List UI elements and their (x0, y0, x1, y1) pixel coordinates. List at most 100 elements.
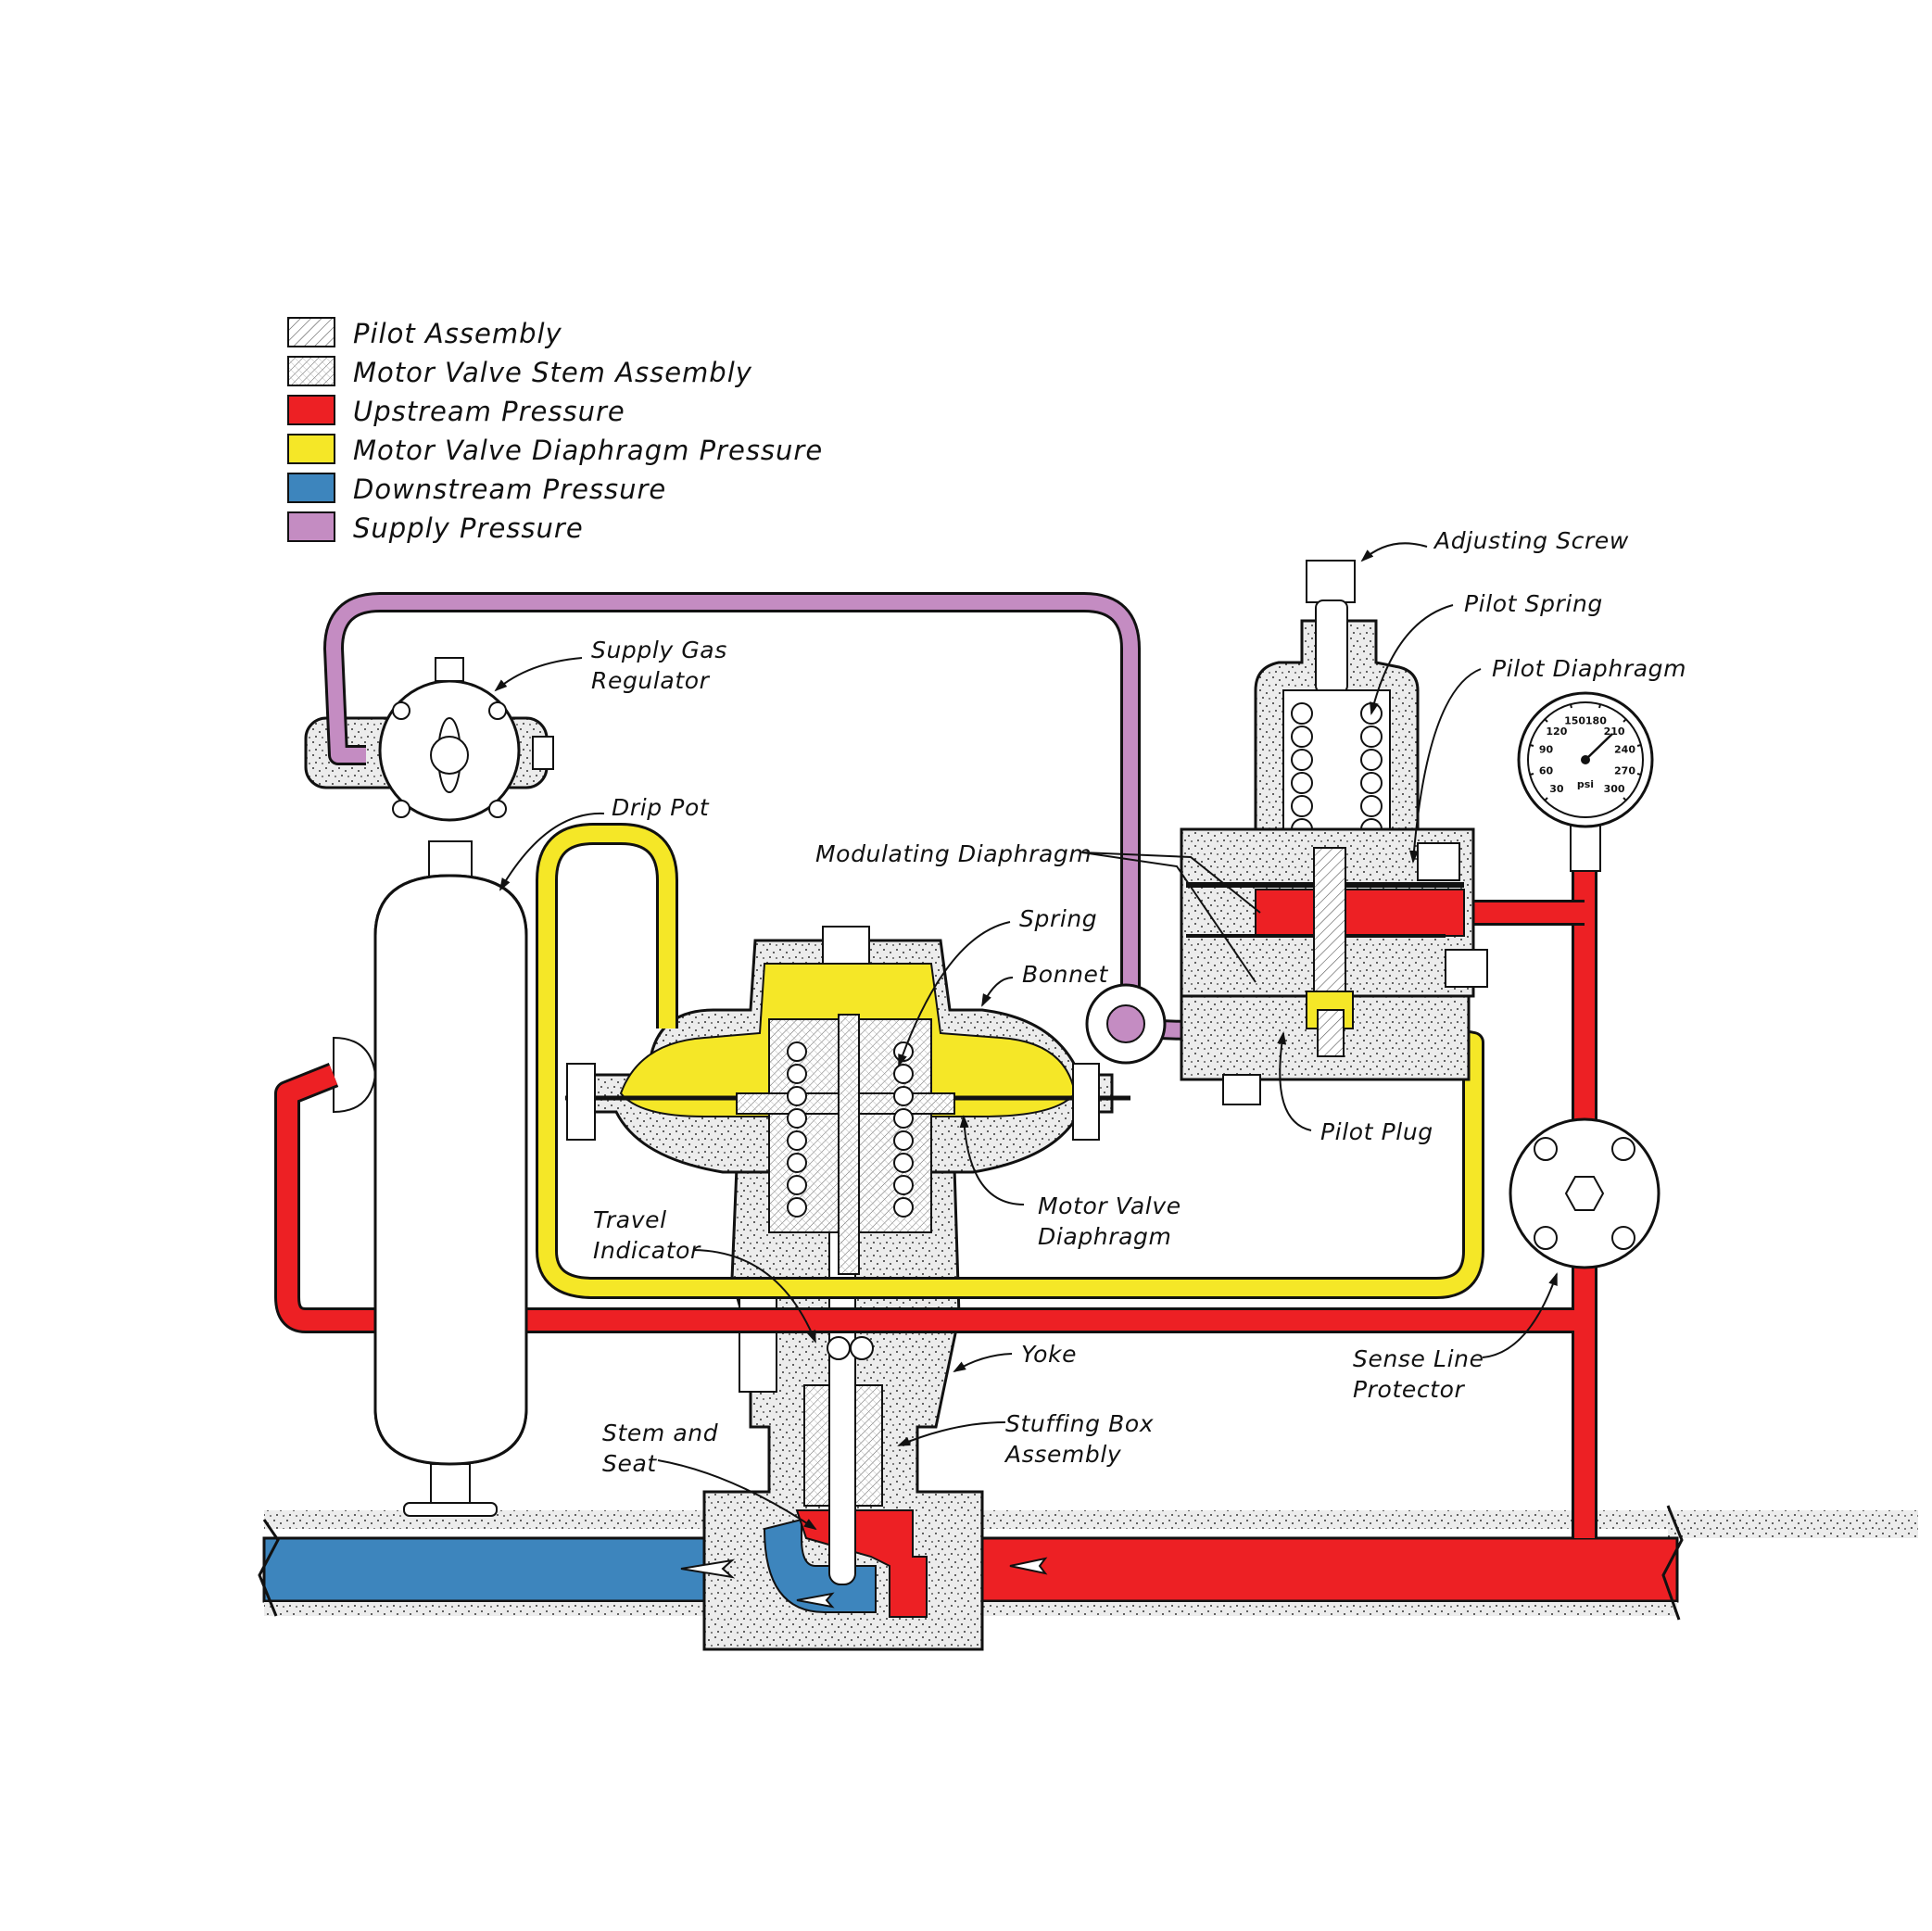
gauge-tick (1529, 773, 1534, 776)
motor-valve-body (680, 1124, 1048, 1651)
bonnet-bolt-right (1072, 1063, 1100, 1141)
gauge-tick-label: 300 (1604, 783, 1625, 795)
gauge-tick-label: 90 (1539, 744, 1554, 756)
callout-leaders (494, 542, 1558, 1531)
spring-coil (787, 1064, 807, 1084)
spring-coil (787, 1108, 807, 1129)
spring-coil (893, 1086, 914, 1106)
label-drip-pot: Drip Pot (612, 794, 710, 821)
pilot-spring-coil (1360, 772, 1383, 794)
legend-swatch-motor-valve-stem (287, 356, 335, 386)
regulator-bolt (392, 800, 410, 818)
downstream-pipe (262, 1536, 748, 1603)
gauge-tick (1529, 743, 1534, 747)
pilot-side-fitting (1445, 949, 1488, 988)
legend-swatch-upstream (287, 395, 335, 425)
spring-coil (787, 1197, 807, 1218)
label-sense-line-protector: Protector (1353, 1376, 1465, 1403)
legend-swatch-supply (287, 511, 335, 542)
drip-pot-drain-valve (403, 1502, 498, 1517)
motor-valve-spring (787, 1014, 914, 1275)
gauge-tick (1544, 718, 1548, 723)
pilot-stem (1313, 847, 1346, 997)
protector-bolt (1611, 1137, 1635, 1161)
label-motor-valve-diaphragm: Motor Valve (1038, 1193, 1181, 1219)
pilot-spring-coil (1291, 702, 1313, 725)
protector-bolt (1534, 1226, 1558, 1250)
main-pipeline (258, 1505, 1918, 1621)
spring-coil (893, 1175, 914, 1195)
bonnet-bolt-left (566, 1063, 596, 1141)
spring-stem (838, 1014, 860, 1275)
pilot-assembly (1180, 560, 1488, 1105)
spring-coil (893, 1130, 914, 1151)
regulator-bolt (392, 701, 410, 720)
label-motor-valve-diaphragm: Diaphragm (1038, 1223, 1171, 1250)
travel-indicator-plate (739, 1289, 777, 1393)
gauge-tick-label: 30 (1549, 783, 1564, 795)
label-yoke: Yoke (1021, 1341, 1077, 1368)
pressure-lines (274, 592, 1597, 1538)
spring-coil (787, 1130, 807, 1151)
pilot-upstream-chamber (1255, 889, 1465, 937)
regulator-top-nut (435, 657, 464, 682)
gauge-tick-label: 120 (1546, 726, 1567, 738)
drip-pot-inlet-boss (333, 1036, 377, 1114)
legend-label: Upstream Pressure (353, 396, 625, 427)
sense-line-protector (1509, 1117, 1661, 1269)
gauge-tick-label: 270 (1614, 764, 1635, 776)
supply-gas-regulator (304, 657, 554, 822)
gauge-tick-label: 210 (1604, 726, 1625, 738)
label-pilot-spring: Pilot Spring (1464, 590, 1603, 617)
pilot-spring-coil (1291, 772, 1313, 794)
legend-label: Downstream Pressure (353, 473, 666, 505)
legend-label: Supply Pressure (353, 512, 584, 544)
label-supply-gas-regulator: Supply Gas (591, 637, 727, 663)
gauge-tick-label: 240 (1614, 744, 1635, 756)
label-stem-and-seat: Seat (602, 1450, 657, 1477)
gauge-tick (1569, 703, 1572, 709)
label-travel-indicator: Travel (593, 1206, 667, 1233)
flow-arrow-left (680, 1559, 736, 1579)
regulator-hub (430, 736, 469, 775)
legend-swatch-diaphragm (287, 434, 335, 464)
legend-label: Motor Valve Diaphragm Pressure (353, 435, 823, 466)
spring-coil (787, 1041, 807, 1062)
gauge-tick-label: 60 (1539, 764, 1554, 776)
spring-coil (893, 1108, 914, 1129)
protector-hex-nut (1564, 1176, 1605, 1211)
protector-bolt (1611, 1226, 1635, 1250)
pilot-plug (1317, 1009, 1345, 1057)
legend-swatch-pilot-assembly (287, 317, 335, 347)
flow-arrow-right (1009, 1557, 1048, 1575)
pipe-wall-top (264, 1510, 1918, 1538)
gauge-tick (1623, 797, 1627, 801)
gauge-tick-label: 150 (1564, 714, 1585, 726)
regulator-side-nut (532, 736, 554, 770)
pipe-break-left (258, 1519, 280, 1617)
pilot-side-fitting (1417, 842, 1460, 881)
label-pilot-plug: Pilot Plug (1320, 1118, 1433, 1145)
pilot-bottom-nut (1222, 1074, 1261, 1105)
gauge-tick (1598, 703, 1602, 709)
drip-pot-drain-fitting (430, 1463, 471, 1504)
legend: Pilot Assembly Motor Valve Stem Assembly… (287, 317, 823, 544)
upstream-pipe (934, 1536, 1679, 1603)
label-bonnet: Bonnet (1022, 961, 1109, 988)
gauge-tick (1636, 773, 1642, 776)
label-modulating-diaphragm: Modulating Diaphragm (815, 840, 1092, 867)
regulator-bolt (488, 800, 507, 818)
gauge-tick (1623, 718, 1627, 723)
label-adjusting-screw: Adjusting Screw (1433, 527, 1629, 554)
spring-coil (893, 1197, 914, 1218)
pilot-spring-coil (1291, 795, 1313, 817)
pilot-spring-coil (1360, 726, 1383, 748)
spring-coil (893, 1153, 914, 1173)
legend-label: Pilot Assembly (353, 318, 562, 349)
pipe-break-right (1661, 1505, 1684, 1621)
protector-bolt (1534, 1137, 1558, 1161)
bonnet-cap-nut (822, 926, 870, 965)
label-stuffing-box-assembly: Assembly (1004, 1441, 1122, 1468)
gauge-unit: psi (1577, 778, 1594, 790)
